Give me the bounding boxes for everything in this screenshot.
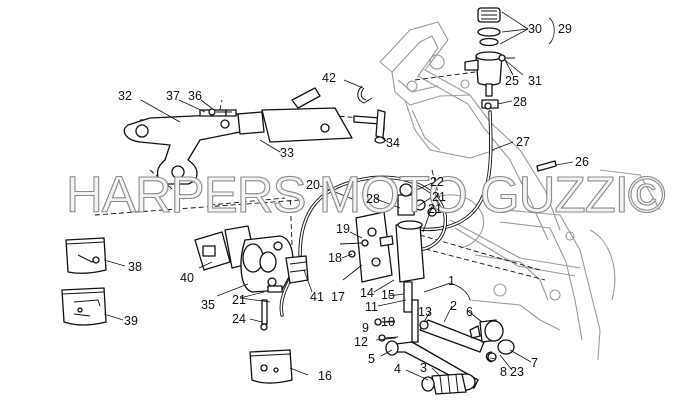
callout-22: 22: [430, 175, 444, 189]
callout-31: 31: [528, 74, 542, 88]
callout-numbers: 30 29 25 31 28 27 26 42 34 32 37 36 33 2…: [118, 22, 589, 383]
callout-36: 36: [188, 89, 202, 103]
callout-19: 19: [336, 222, 350, 236]
callout-42: 42: [322, 71, 336, 85]
rear-master-cylinder: [348, 183, 437, 313]
callout-17: 17: [331, 290, 345, 304]
callout-21-caliper: 21: [232, 293, 246, 307]
callout-32: 32: [118, 89, 132, 103]
callout-15: 15: [381, 288, 395, 302]
callout-28-mid: 28: [366, 192, 380, 206]
callout-21-upper: 21: [432, 190, 446, 204]
brake-pedal: [374, 299, 515, 395]
split-pin: [357, 85, 373, 104]
callout-6: 6: [466, 305, 473, 319]
callout-39: 39: [124, 314, 138, 328]
callout-25: 25: [505, 74, 519, 88]
callout-23: 23: [510, 365, 524, 379]
footrest-bracket: [123, 87, 385, 185]
callout-4: 4: [394, 362, 401, 376]
callout-14: 14: [360, 286, 374, 300]
callout-16: 16: [318, 369, 332, 383]
callout-1: 1: [448, 274, 455, 288]
callout-12: 12: [354, 335, 368, 349]
callout-27: 27: [516, 135, 530, 149]
callout-7: 7: [531, 356, 538, 370]
callout-13: 13: [418, 305, 432, 319]
callout-33: 33: [280, 146, 294, 160]
callout-24: 24: [232, 312, 246, 326]
callout-34: 34: [386, 136, 400, 150]
callout-11: 11: [365, 300, 378, 314]
callout-41: 41: [310, 290, 324, 304]
callout-40: 40: [180, 271, 194, 285]
leader-lines: [103, 11, 574, 381]
callout-3: 3: [420, 361, 427, 375]
motorcycle-frame: [379, 21, 661, 361]
callout-20: 20: [306, 178, 320, 192]
callout-28-top: 28: [513, 95, 527, 109]
rear-brake-caliper: [194, 225, 309, 331]
callout-18: 18: [328, 251, 342, 265]
callout-37: 37: [166, 89, 180, 103]
brake-fluid-reservoir: [464, 7, 515, 109]
callout-35: 35: [201, 298, 215, 312]
callout-2: 2: [450, 299, 457, 313]
callout-30: 30: [528, 22, 542, 36]
callout-8: 8: [500, 365, 507, 379]
small-hardware: [208, 102, 557, 247]
watermark-text: HARPERS MOTO GUZZI©: [66, 166, 665, 223]
callout-38: 38: [128, 260, 142, 274]
callout-21-lower: 21: [428, 202, 442, 216]
callout-5: 5: [368, 352, 375, 366]
callout-10: 10: [381, 315, 395, 329]
callout-26: 26: [575, 155, 589, 169]
bagged-kits: [61, 237, 293, 384]
callout-29: 29: [558, 22, 572, 36]
callout-9: 9: [362, 321, 369, 335]
